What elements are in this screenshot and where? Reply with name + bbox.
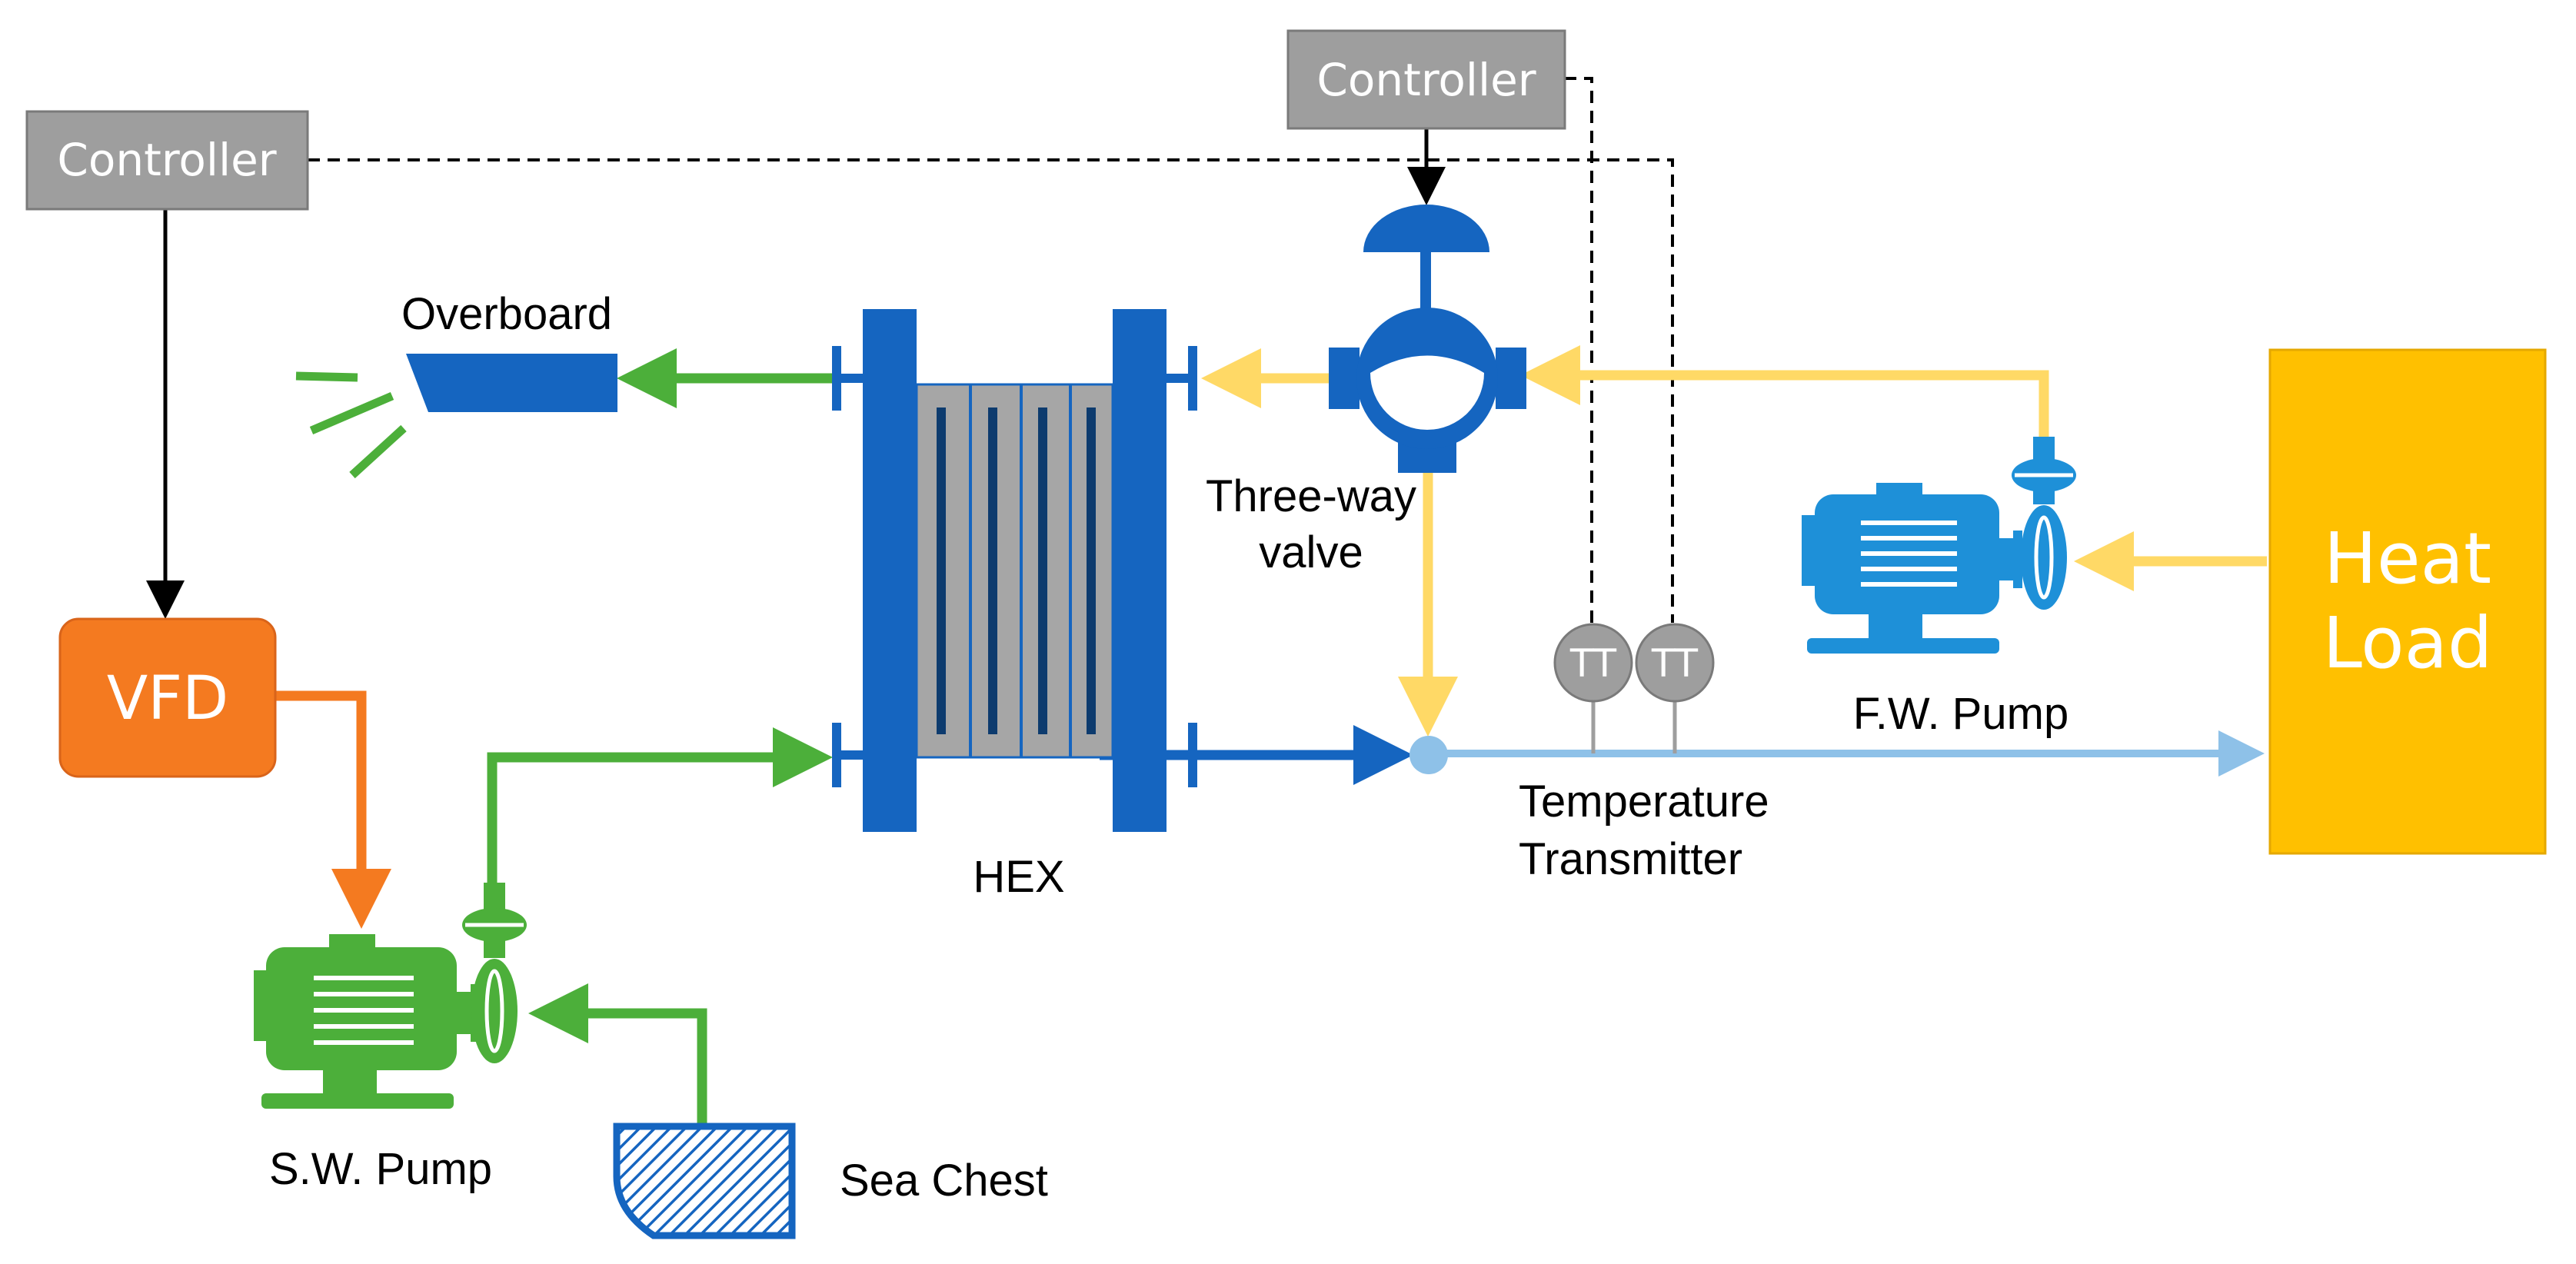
hex-label: HEX	[973, 852, 1064, 902]
vfd-power-line	[275, 690, 391, 929]
overboard-label: Overboard	[401, 289, 612, 339]
fw-pump-label: F.W. Pump	[1853, 689, 2068, 739]
controller-top: Controller	[1286, 29, 1566, 130]
seawater-lines	[295, 348, 833, 1126]
heat-load-box	[2268, 348, 2547, 855]
heat-load-label-line1: Heat	[2324, 517, 2491, 600]
signal-lines	[308, 77, 1674, 623]
vfd-label: VFD	[107, 664, 228, 733]
freshwater-hot-lines	[1201, 345, 2267, 737]
fw-pump-icon	[1802, 437, 2076, 654]
sw-pump-icon	[254, 883, 527, 1109]
tt-sensor-1	[1553, 623, 1633, 703]
controller-top-label: Controller	[1316, 54, 1536, 106]
tt-1-label: TT	[1569, 641, 1617, 686]
sea-chest	[613, 1123, 796, 1239]
sea-chest-label: Sea Chest	[840, 1156, 1048, 1206]
transmitter-label-line2: Transmitter	[1519, 834, 1742, 884]
temperature-transmitters: TT TT	[1553, 623, 1715, 753]
valve-label-line1: Three-way	[1206, 471, 1416, 521]
three-way-valve	[1329, 205, 1526, 473]
vfd-box: VFD	[58, 617, 277, 778]
controller-left-label: Controller	[57, 134, 276, 186]
controller-left: Controller	[25, 110, 309, 211]
sw-pump-label: S.W. Pump	[269, 1144, 492, 1194]
transmitter-label-line1: Temperature	[1519, 777, 1769, 827]
tt-2-label: TT	[1651, 641, 1699, 686]
valve-label-line2: valve	[1259, 527, 1363, 577]
overboard-outlet	[406, 354, 617, 412]
mixing-junction	[1409, 736, 1448, 774]
tt-sensor-2	[1635, 623, 1715, 703]
heat-load-label-line2: Load	[2323, 602, 2493, 684]
heat-exchanger	[832, 309, 1197, 832]
